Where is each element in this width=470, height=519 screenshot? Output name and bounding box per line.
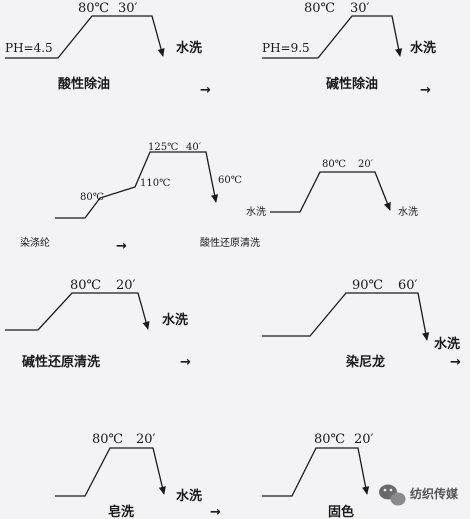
panel-soaping: 80℃ 20′ 水洗 皂洗 → (55, 432, 221, 519)
step-label: 染涤纶 (20, 236, 50, 249)
watermark-text: 纺织传媒 (410, 486, 459, 501)
next-arrow: → (420, 83, 431, 98)
step-label: 碱性还原清洗 (22, 354, 100, 370)
step-label: 固色 (328, 504, 354, 519)
temperature-curve (262, 292, 430, 341)
panel-alkaline-degreasing: 80℃ 30′ PH=9.5 水洗 碱性除油 → (262, 1, 436, 98)
panel-acid-degreasing: 80℃ 30′ PH=4.5 水洗 酸性除油 → (5, 1, 211, 98)
next-arrow: → (180, 355, 191, 370)
panel-acid-reduction-clearing: 80℃ 20′ 水洗 水洗 酸性还原清洗 (200, 159, 418, 249)
next-arrow: → (200, 83, 211, 98)
end-temperature-label: 60℃ (218, 175, 242, 186)
temperature-curve (55, 447, 166, 497)
wash-label: 水洗 (410, 40, 436, 56)
temperature-label: 80℃ (322, 159, 346, 170)
time-label: 40′ (186, 142, 202, 153)
temperature-curve (5, 15, 165, 59)
temperature-label: 80℃ (78, 1, 109, 16)
next-arrow: → (450, 355, 461, 370)
time-label: 60′ (398, 278, 418, 293)
ph-label: PH=4.5 (5, 41, 53, 55)
panel-alkaline-reduction-clearing: 80℃ 20′ 水洗 碱性还原清洗 → (5, 278, 191, 370)
panel-dyeing-nylon: 90℃ 60′ 水洗 染尼龙 → (262, 278, 461, 370)
temperature-curve (262, 447, 370, 497)
time-label: 30′ (350, 1, 370, 16)
wash-label-left: 水洗 (246, 206, 266, 218)
temperature-label: 80℃ (314, 432, 345, 447)
step-label: 酸性除油 (58, 76, 110, 92)
watermark: 纺织传媒 (379, 484, 459, 506)
temperature-label: 80℃ (92, 432, 123, 447)
time-label: 20′ (354, 432, 374, 447)
next-arrow: → (116, 239, 127, 254)
ph-label: PH=9.5 (262, 41, 310, 55)
panel-dyeing-polyester: 80℃ 110℃ 125℃ 40′ 60℃ 染涤纶 → (20, 142, 242, 254)
step-label: 皂洗 (108, 504, 134, 519)
mid-temperature-label: 110℃ (140, 178, 170, 189)
wash-label: 水洗 (176, 40, 202, 56)
temperature-curve (5, 292, 150, 331)
wash-label: 水洗 (176, 488, 202, 504)
peak-temperature-label: 125℃ (148, 142, 178, 153)
panel-color-fixing: 80℃ 20′ 固色 (262, 432, 374, 519)
temperature-curve (262, 15, 403, 59)
step-label: 酸性还原清洗 (200, 236, 260, 249)
start-temperature-label: 80℃ (80, 192, 104, 203)
step-label: 染尼龙 (345, 354, 385, 370)
temperature-label: 90℃ (352, 278, 383, 293)
step-label: 碱性除油 (326, 76, 378, 92)
temperature-label: 80℃ (70, 278, 101, 293)
temperature-curve (270, 171, 391, 213)
temperature-curve (55, 151, 219, 219)
wash-label-right: 水洗 (398, 206, 418, 218)
wechat-icon (379, 484, 406, 506)
time-label: 30′ (118, 1, 138, 16)
time-label: 20′ (116, 278, 136, 293)
wash-label: 水洗 (162, 312, 188, 328)
next-arrow: → (210, 505, 221, 519)
temperature-label: 80℃ (304, 1, 335, 16)
time-label: 20′ (358, 159, 374, 170)
time-label: 20′ (136, 432, 156, 447)
wash-label: 水洗 (434, 336, 460, 352)
